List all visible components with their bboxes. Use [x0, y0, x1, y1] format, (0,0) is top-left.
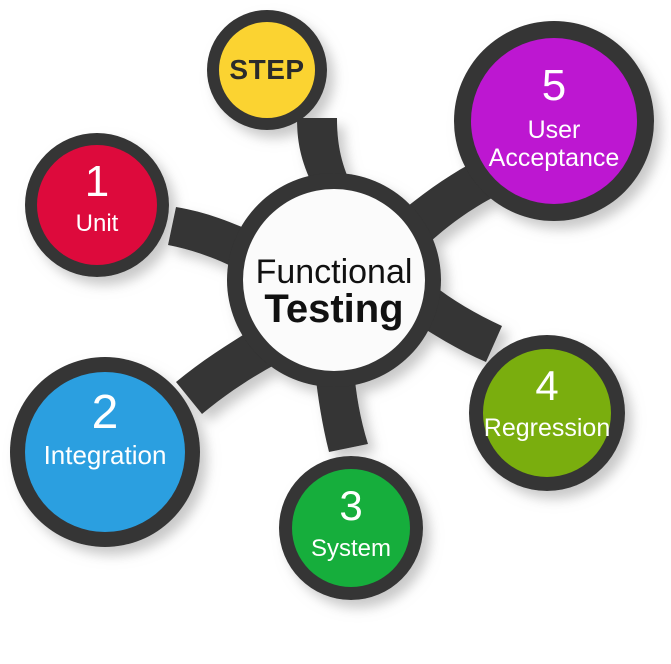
node-label-user-acceptance-line1: User	[528, 116, 581, 144]
node-disc-integration[interactable]	[25, 372, 185, 532]
connector-arm-step	[297, 118, 352, 188]
node-number-integration: 2	[92, 386, 119, 439]
connector-arm-system	[315, 370, 368, 452]
node-number-unit: 1	[85, 157, 109, 206]
node-label-user-acceptance-line2: Acceptance	[489, 144, 620, 172]
node-disc-user-acceptance[interactable]	[471, 38, 637, 204]
node-number-user-acceptance: 5	[542, 61, 566, 110]
node-disc-step[interactable]	[219, 22, 315, 118]
node-disc-unit[interactable]	[37, 145, 157, 265]
node-label-regression: Regression	[484, 414, 610, 442]
node-label-integration: Integration	[44, 440, 167, 470]
center-title-top: Functional	[256, 253, 413, 291]
center-title-bottom: Testing	[264, 287, 403, 331]
node-disc-regression[interactable]	[483, 349, 611, 477]
node-label-unit: Unit	[76, 210, 119, 237]
step-badge-label: STEP	[229, 54, 304, 85]
node-number-system: 3	[339, 482, 362, 529]
node-number-regression: 4	[535, 362, 558, 409]
center-disc	[243, 189, 425, 371]
node-label-system: System	[311, 535, 391, 562]
node-disc-system[interactable]	[292, 469, 410, 587]
